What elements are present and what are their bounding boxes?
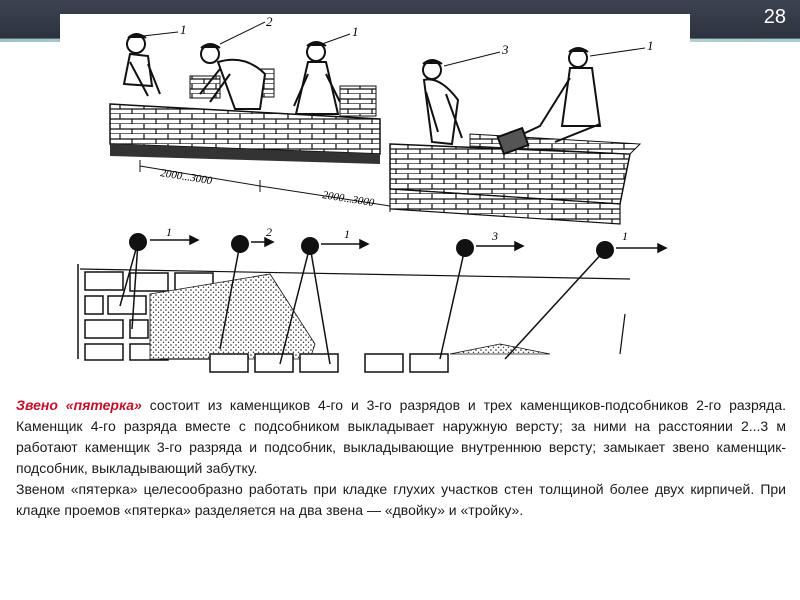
label-1b: 1 [352,24,359,39]
plan-label-3: 3 [491,229,498,243]
paragraph-1: Звено «пятерка» состоит из каменщиков 4-… [16,395,786,479]
worker-figures-left [122,33,341,115]
paragraph-1-body: состоит из каменщиков 4-го и 3-го разряд… [16,397,786,476]
label-2: 2 [266,14,273,29]
bricklaying-figure: 1 2 1 3 1 2000...3000 2000...3000 [60,14,690,384]
paragraph-2: Звеном «пятерка» целесообразно работать … [16,481,786,518]
top-leader-lines [142,21,646,67]
slide-number: 28 [763,6,786,28]
plan-label-1b: 1 [344,227,350,241]
dimension-label-1: 2000...3000 [160,167,214,187]
dimension-label-2: 2000...3000 [322,189,376,209]
dimension-lines [139,160,391,212]
plan-view [77,264,631,373]
label-3: 3 [501,42,509,57]
plan-label-2: 2 [266,225,272,239]
description-text: Звено «пятерка» состоит из каменщиков 4-… [16,395,786,521]
accent-term: Звено «пятерка» [16,397,142,413]
worker-figures-right [422,47,602,156]
plan-label-1: 1 [166,225,172,239]
label-1c: 1 [647,38,654,53]
label-1a: 1 [180,22,187,37]
plan-label-1c: 1 [622,229,628,243]
bricklaying-illustration: 1 2 1 3 1 2000...3000 2000...3000 [77,14,668,373]
worker-position-markers: 1 2 1 3 1 [119,225,668,365]
